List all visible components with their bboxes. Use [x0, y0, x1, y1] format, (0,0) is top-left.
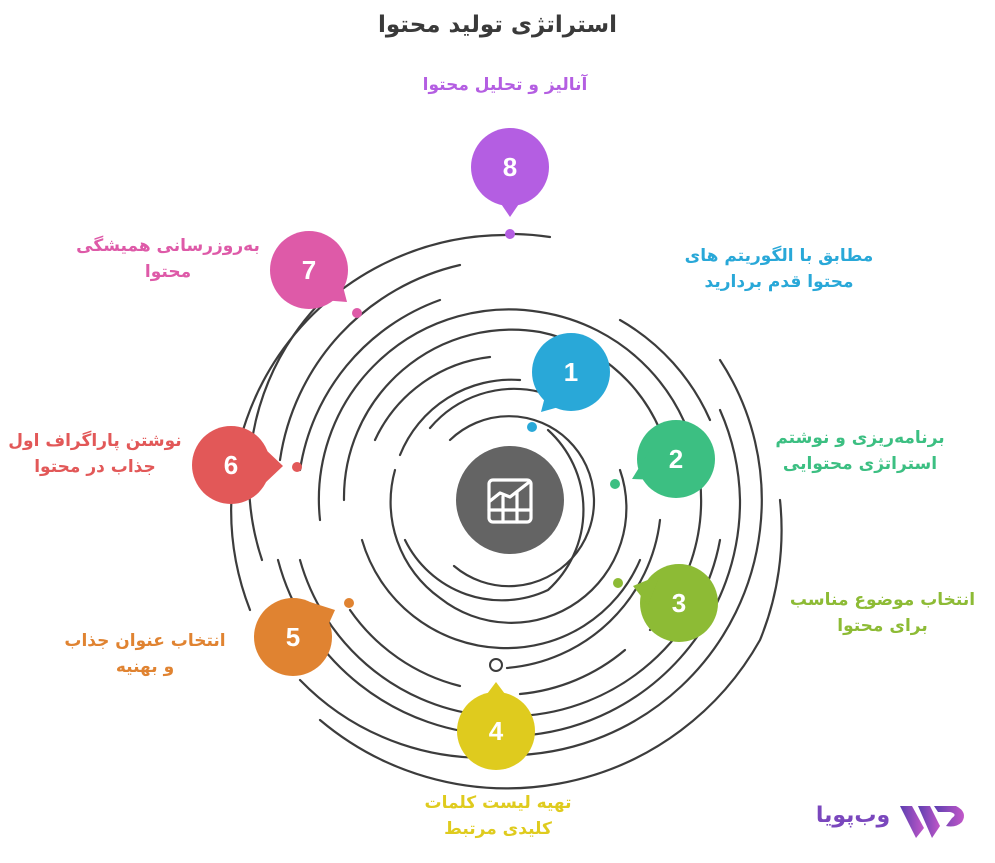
- page-title: استراتژی تولید محتوا: [378, 12, 617, 38]
- brand-logo-mark: [900, 806, 964, 838]
- step-3-bubble: [633, 564, 718, 642]
- step-8-label-line1: آنالیز و تحلیل محتوا: [422, 75, 588, 95]
- step-8-label: آنالیز و تحلیل محتوا: [400, 72, 610, 98]
- step-4-number: 4: [488, 716, 504, 746]
- step-6-marker: [292, 462, 302, 472]
- step-3-label-line2: برای محتوا: [837, 616, 928, 636]
- step-5-marker: [344, 598, 354, 608]
- step-6-label-line1: نوشتن پاراگراف اول: [8, 431, 182, 451]
- step-8-marker: [505, 229, 515, 239]
- step-2-label: برنامه‌ریزی و نوشتم استراتژی محتوایی: [760, 425, 960, 477]
- step-1-marker: [527, 422, 537, 432]
- step-5-number: 5: [285, 622, 301, 652]
- step-1-number: 1: [563, 357, 579, 387]
- step-3-marker: [613, 578, 623, 588]
- step-8-bubble: [471, 128, 549, 217]
- step-3-label: انتخاب موضوع مناسب برای محتوا: [775, 587, 990, 639]
- step-2-label-line1: برنامه‌ریزی و نوشتم: [775, 428, 945, 448]
- step-8-number: 8: [502, 152, 518, 182]
- step-7-label: به‌روزرسانی همیشگی محتوا: [68, 233, 268, 285]
- step-6-label: نوشتن پاراگراف اول جذاب در محتوا: [5, 428, 185, 480]
- step-5-label: انتخاب عنوان جذاب و بهنیه: [45, 628, 245, 680]
- step-6-bubble: [192, 426, 283, 504]
- step-4-label: تهیه لیست کلمات کلیدی مرتبط: [398, 790, 598, 842]
- chart-grid-icon: [487, 478, 533, 524]
- step-7-bubble: [270, 231, 348, 309]
- step-4-marker: [489, 658, 503, 672]
- step-2-marker: [610, 479, 620, 489]
- step-3-number: 3: [671, 588, 687, 618]
- step-1-label-line1: مطابق با الگوریتم های: [684, 246, 874, 266]
- step-7-number: 7: [301, 255, 317, 285]
- step-5-label-line1: انتخاب عنوان جذاب: [64, 631, 226, 651]
- step-2-bubble: [632, 420, 715, 498]
- step-2-label-line2: استراتژی محتوایی: [782, 454, 938, 474]
- step-4-label-line2: کلیدی مرتبط: [444, 819, 552, 839]
- step-1-label-line2: محتوا قدم بردارید: [704, 272, 854, 292]
- step-1-label: مطابق با الگوریتم های محتوا قدم بردارید: [666, 243, 892, 295]
- step-2-number: 2: [668, 444, 684, 474]
- step-5-label-line2: و بهنیه: [115, 657, 175, 677]
- step-4-bubble: [457, 682, 535, 770]
- center-hub: [456, 446, 564, 554]
- step-7-label-line1: به‌روزرسانی همیشگی: [76, 236, 260, 256]
- step-3-label-line1: انتخاب موضوع مناسب: [789, 590, 976, 610]
- orbit-rings: [230, 232, 783, 790]
- step-7-label-line2: محتوا: [144, 262, 192, 282]
- step-7-marker: [352, 308, 362, 318]
- brand-logo-text: وب‌پویا: [815, 803, 891, 828]
- step-5-bubble: [254, 598, 335, 676]
- step-1-bubble: [532, 333, 610, 412]
- step-4-label-line1: تهیه لیست کلمات: [424, 793, 572, 813]
- step-6-label-line2: جذاب در محتوا: [34, 457, 156, 477]
- step-6-number: 6: [223, 450, 239, 480]
